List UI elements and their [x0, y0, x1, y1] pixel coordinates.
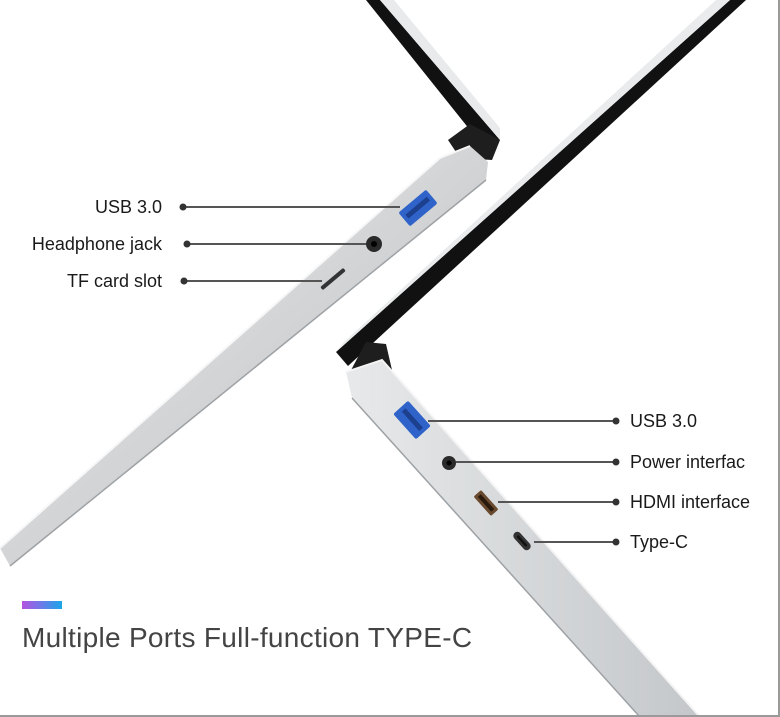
- right-usb-port: [394, 401, 430, 439]
- callout-tf-card-slot: TF card slot: [66, 271, 162, 291]
- callout-usb-right: USB 3.0: [630, 411, 698, 431]
- callout-type-c: Type-C: [630, 532, 689, 552]
- callout-headphone-jack: Headphone jack: [31, 234, 162, 254]
- type-c-port: [513, 531, 531, 551]
- callout-usb-left: USB 3.0: [94, 197, 162, 217]
- left-laptop-base: [0, 146, 488, 566]
- hdmi-port: [474, 490, 498, 516]
- left-laptop: [0, 0, 500, 567]
- tagline: Multiple Ports Full-function TYPE-C: [22, 622, 473, 653]
- callout-power-interface: Power interfac: [630, 452, 746, 472]
- left-laptop-lid: [366, 0, 500, 150]
- tf-card-slot: [320, 268, 346, 290]
- left-usb-port: [399, 190, 437, 226]
- callout-hdmi-interface: HDMI interface: [630, 492, 751, 512]
- accent-bar: [22, 601, 62, 609]
- right-laptop: [336, 0, 746, 715]
- right-laptop-lid: [336, 0, 746, 366]
